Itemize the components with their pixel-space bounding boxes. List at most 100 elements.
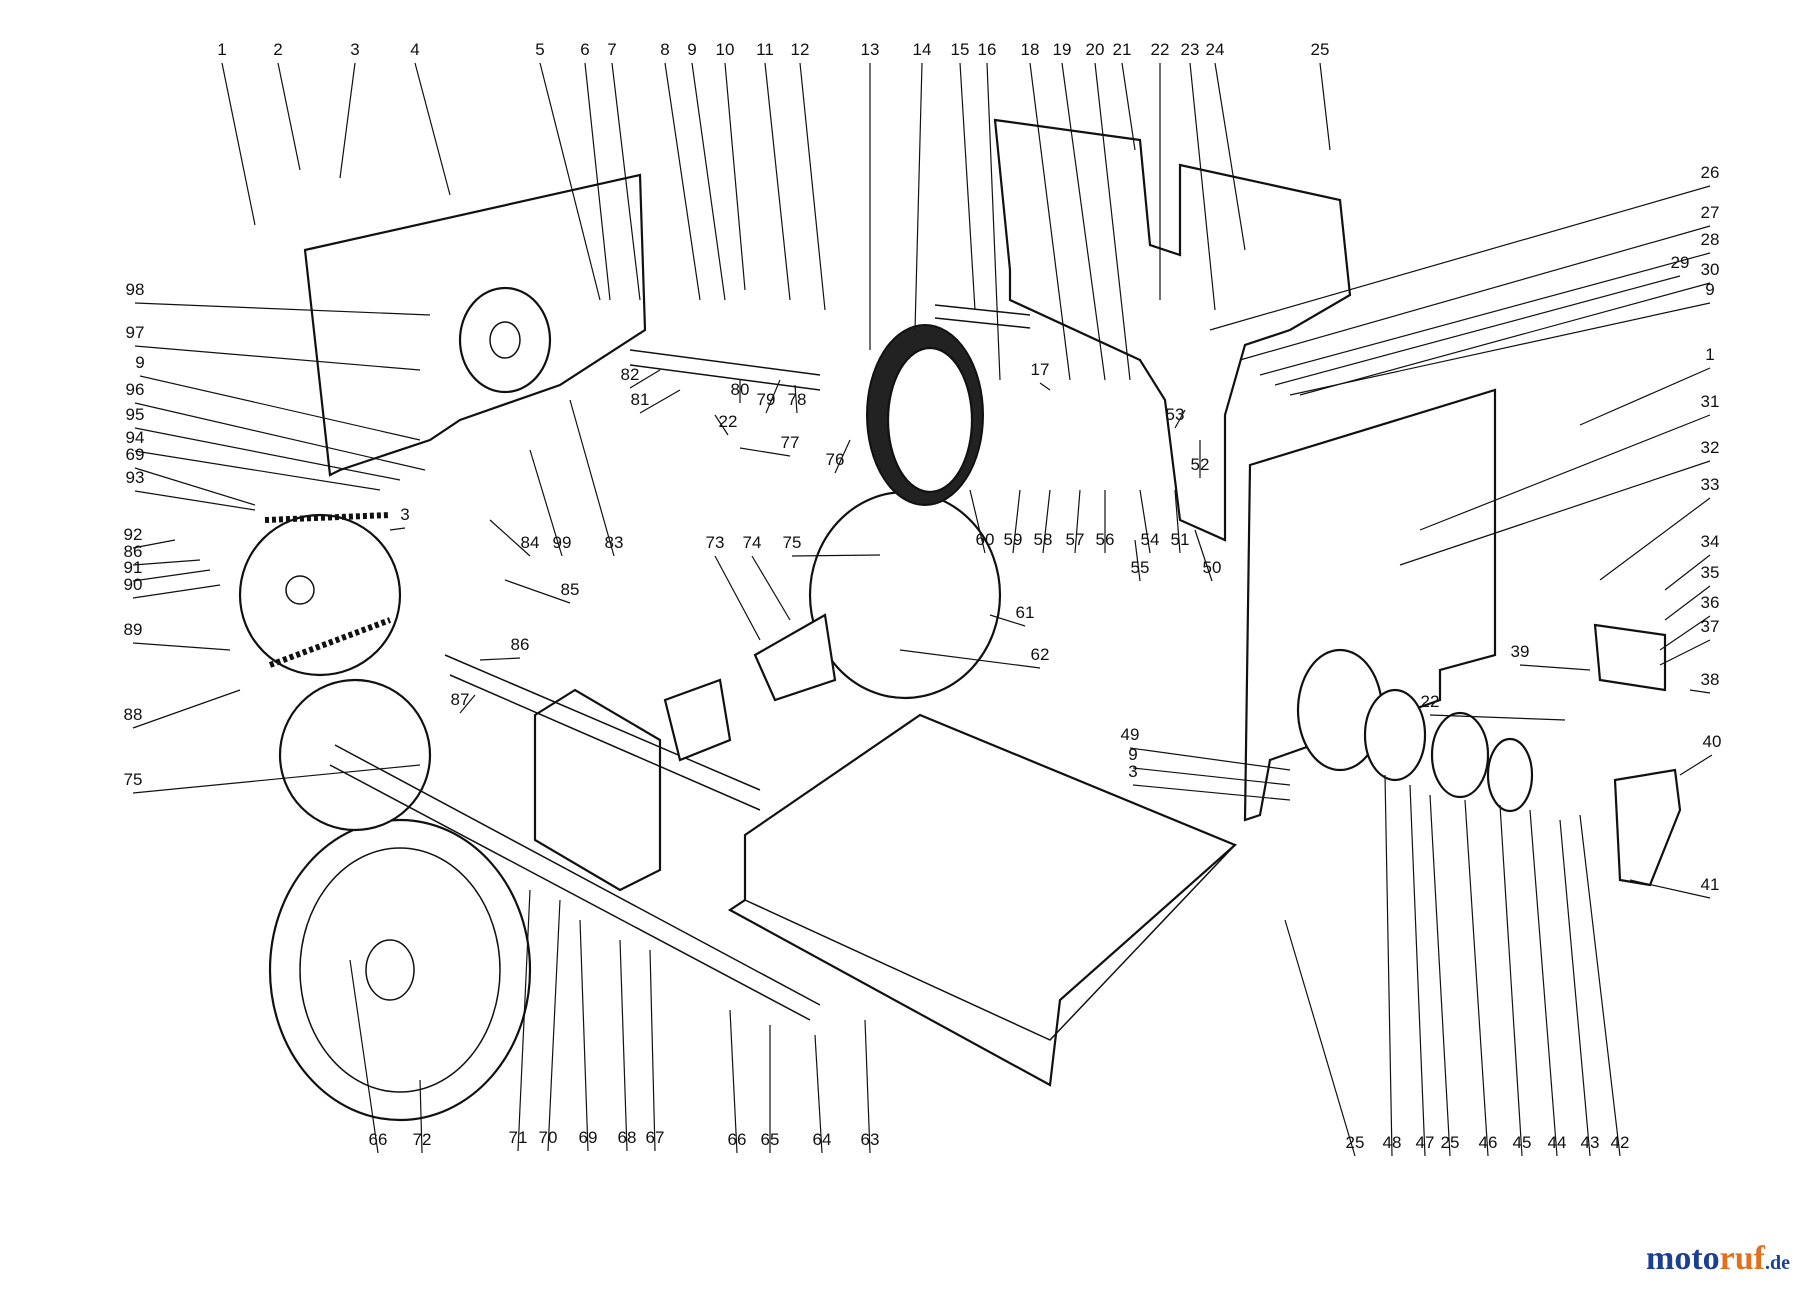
leader-line [986, 62, 1001, 381]
callout-label: 45 [1513, 1133, 1532, 1152]
callout-label: 25 [1441, 1133, 1460, 1152]
leader-line [664, 62, 701, 301]
leader-line [132, 539, 176, 549]
leader-line [134, 427, 401, 481]
callout-label: 61 [1016, 603, 1035, 622]
callout-label: 54 [1141, 530, 1160, 549]
callout-label: 93 [126, 468, 145, 487]
leader-line [1659, 615, 1711, 651]
leader-line [1689, 689, 1711, 694]
leader-line [959, 62, 976, 311]
leader-line [277, 62, 301, 171]
callout-label: 35 [1701, 563, 1720, 582]
callout-label: 89 [124, 620, 143, 639]
callout-label: 47 [1416, 1133, 1435, 1152]
leader-line [504, 579, 571, 604]
leader-line [547, 899, 561, 1152]
leader-line [1579, 814, 1621, 1157]
callout-label: 20 [1086, 40, 1105, 59]
leader-line [1499, 804, 1523, 1157]
callout-label: 29 [1671, 253, 1690, 272]
callout-label: 66 [728, 1130, 747, 1149]
leader-line [132, 584, 221, 599]
leader-line [1409, 784, 1426, 1157]
leader-line [1129, 747, 1291, 771]
leader-line [139, 375, 421, 441]
callout-label: 51 [1171, 530, 1190, 549]
callout-label: 30 [1701, 260, 1720, 279]
callout-label: 91 [124, 558, 143, 577]
leader-line [639, 389, 681, 414]
callout-label: 28 [1701, 230, 1720, 249]
callout-label: 16 [978, 40, 997, 59]
leader-line [1061, 62, 1106, 381]
leader-line [1209, 185, 1711, 331]
leader-line [132, 569, 211, 582]
callout-label: 74 [743, 533, 762, 552]
leader-line [1121, 62, 1136, 151]
leader-line [1012, 489, 1021, 554]
callout-label: 8 [660, 40, 669, 59]
large-pulley [268, 818, 532, 1122]
callout-label: 22 [1151, 40, 1170, 59]
bearing-bracket [533, 688, 662, 892]
leader-line [1174, 409, 1186, 429]
leader-line [221, 62, 256, 226]
callout-label: 69 [579, 1128, 598, 1147]
leader-line [899, 649, 1041, 669]
leader-line [1174, 489, 1181, 554]
leader-line [1214, 62, 1246, 251]
leader-line [1042, 489, 1051, 554]
callout-label: 12 [791, 40, 810, 59]
callout-label: 60 [976, 530, 995, 549]
leader-line [539, 62, 601, 301]
callout-label: 71 [509, 1128, 528, 1147]
upper-pulley [458, 286, 552, 394]
leader-line [134, 345, 421, 371]
leader-line [479, 657, 521, 661]
callout-label: 90 [124, 575, 143, 594]
leader-line [517, 889, 531, 1152]
leader-line [1384, 774, 1393, 1157]
callout-label: 36 [1701, 593, 1720, 612]
callout-label: 23 [1181, 40, 1200, 59]
callout-label: 59 [1004, 530, 1023, 549]
callout-label: 25 [1346, 1133, 1365, 1152]
callout-label: 1 [217, 40, 226, 59]
leader-line [1664, 585, 1711, 621]
callout-label: 78 [788, 390, 807, 409]
callout-label: 9 [687, 40, 696, 59]
callout-label: 21 [1113, 40, 1132, 59]
leader-line [132, 764, 421, 794]
leader-line [389, 527, 406, 531]
leader-line [1399, 460, 1711, 566]
callout-label: 6 [580, 40, 589, 59]
callout-label: 55 [1131, 558, 1150, 577]
leader-line [1319, 62, 1331, 151]
callout-label: 13 [861, 40, 880, 59]
leader-line [584, 62, 611, 301]
leader-line [1139, 489, 1151, 554]
callout-label: 11 [756, 40, 774, 59]
leader-line [1289, 302, 1711, 396]
cross-shaft [934, 304, 1031, 329]
callout-label: 53 [1166, 405, 1185, 424]
callout-label: 3 [1128, 762, 1137, 781]
leader-line [834, 439, 851, 474]
leader-line [799, 62, 826, 311]
leader-line [729, 1009, 738, 1154]
callout-label: 70 [539, 1128, 558, 1147]
callout-label: 99 [553, 533, 572, 552]
leader-line [1274, 275, 1681, 386]
callout-label: 17 [1031, 360, 1050, 379]
leader-line [1529, 809, 1558, 1157]
leader-line [1659, 639, 1711, 666]
leader-line [1074, 489, 1081, 554]
callout-label: 77 [781, 433, 800, 452]
leader-line [1429, 794, 1451, 1157]
callout-label: 73 [706, 533, 725, 552]
leader-line [579, 919, 589, 1152]
leader-line [1629, 879, 1711, 899]
callout-label: 34 [1701, 532, 1720, 551]
